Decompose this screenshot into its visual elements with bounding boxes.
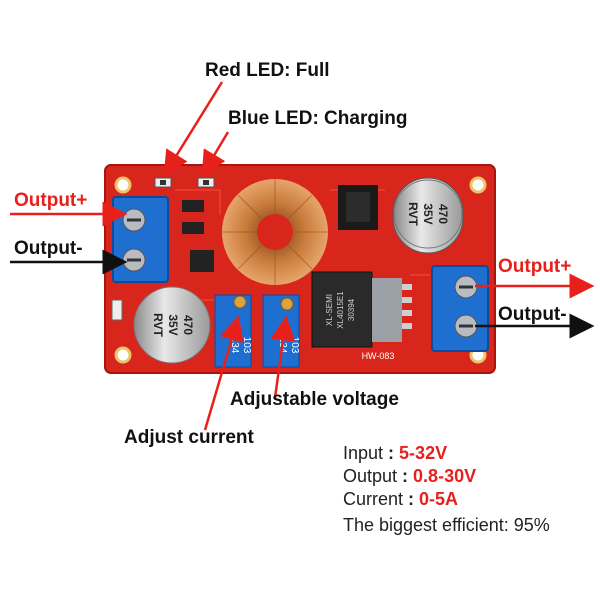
red-led-arrow [163, 81, 224, 177]
adjustable-voltage-arrow [270, 315, 296, 399]
adjust-current-arrow [203, 315, 244, 431]
chip-text-2: XL4015E1 [336, 291, 345, 329]
pot2-text-b: 103 [289, 337, 300, 354]
output-plus-right-label: Output+ [498, 256, 572, 277]
blue-led-label: Blue LED: Charging [228, 108, 408, 129]
spec-input: Input : 5-32V [343, 443, 448, 463]
spec-efficiency: The biggest efficient: 95% [343, 515, 550, 535]
board-id: HW-083 [362, 351, 395, 361]
cap-bottom-line1: 470 [181, 315, 195, 335]
output-minus-left-label: Output- [14, 238, 83, 259]
spec-input-key: Input [343, 443, 384, 463]
cap-top-line3: RVT [406, 202, 420, 226]
spec-current-key: Current [343, 489, 404, 509]
cap-bottom-line3: RVT [151, 313, 165, 337]
chip-text-1: XL-SEMI [325, 294, 334, 326]
adjustable-voltage-label: Adjustable voltage [230, 389, 399, 410]
chip-text-3: 30394 [347, 298, 356, 321]
output-plus-left-label: Output+ [14, 190, 88, 211]
cap-top-line1: 470 [436, 204, 450, 224]
pot1-text-b: 103 [241, 337, 252, 354]
spec-current: Current : 0-5A [343, 489, 459, 509]
spec-output-key: Output [343, 466, 398, 486]
regulator-chip [311, 271, 373, 348]
cap-top-line2: 35V [421, 203, 435, 224]
capacitor-bottom [133, 286, 211, 364]
cap-bottom-line2: 35V [166, 314, 180, 335]
pot1-text-a: 134 [229, 337, 240, 354]
spec-output: Output : 0.8-30V [343, 466, 477, 486]
red-led-label: Red LED: Full [205, 60, 330, 81]
blue-led-arrow [201, 131, 230, 177]
spec-input-value: 5-32V [399, 443, 448, 463]
adjust-current-label: Adjust current [124, 427, 254, 448]
output-minus-right-label: Output- [498, 304, 567, 325]
spec-output-value: 0.8-30V [413, 466, 477, 486]
spec-current-value: 0-5A [419, 489, 459, 509]
